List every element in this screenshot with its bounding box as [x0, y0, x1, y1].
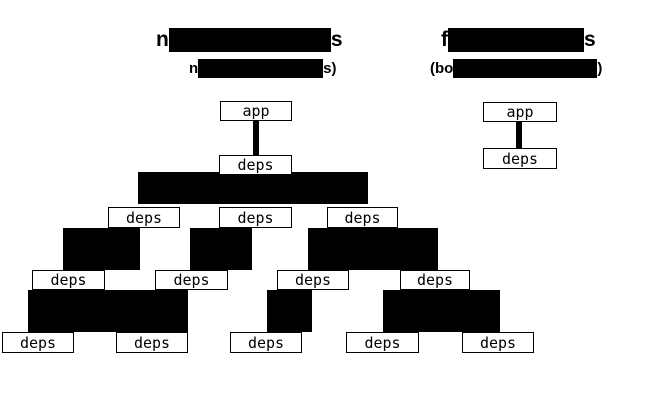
deps-node: deps: [277, 270, 349, 290]
redaction-bar: [168, 27, 331, 52]
deps-node: deps: [219, 155, 292, 175]
right-subtitle-fragment-end: ): [597, 59, 603, 77]
deps-node: deps: [230, 332, 302, 353]
redaction-bar: [448, 27, 584, 52]
left-subtitle-fragment-end: s): [323, 59, 337, 77]
redaction-block: [308, 228, 438, 270]
redaction-block: [267, 290, 312, 332]
deps-node: deps: [155, 270, 228, 290]
deps-node: deps: [346, 332, 419, 353]
redaction-block: [190, 228, 252, 270]
right-title-fragment-start: f: [441, 27, 448, 51]
right-tree-title: f s: [441, 27, 596, 52]
redaction-block: [63, 228, 140, 270]
redaction-bar: [198, 58, 324, 78]
connector-line: [253, 121, 259, 155]
left-subtitle-fragment-start: n: [189, 59, 199, 77]
redaction-bar: [453, 58, 598, 78]
left-tree-title: n s: [156, 27, 343, 52]
right-subtitle-fragment-start: (bo: [430, 59, 454, 77]
deps-node: deps: [2, 332, 74, 353]
deps-node: deps: [108, 207, 180, 228]
app-node: app: [220, 101, 292, 121]
deps-node: deps: [483, 148, 557, 169]
left-title-fragment-end: s: [330, 27, 343, 51]
deps-node: deps: [400, 270, 470, 290]
redaction-block: [383, 290, 500, 332]
deps-node: deps: [462, 332, 534, 353]
left-tree-subtitle: n s): [189, 58, 337, 78]
deps-node: deps: [32, 270, 105, 290]
app-node: app: [483, 102, 557, 122]
deps-node: deps: [219, 207, 292, 228]
right-title-fragment-end: s: [584, 27, 596, 51]
redaction-block: [138, 172, 368, 204]
connector-line: [516, 122, 522, 148]
deps-node: deps: [327, 207, 398, 228]
left-title-fragment-start: n: [156, 27, 169, 51]
redaction-block: [28, 290, 188, 332]
deps-node: deps: [116, 332, 188, 353]
right-tree-subtitle: (bo ): [430, 58, 602, 78]
